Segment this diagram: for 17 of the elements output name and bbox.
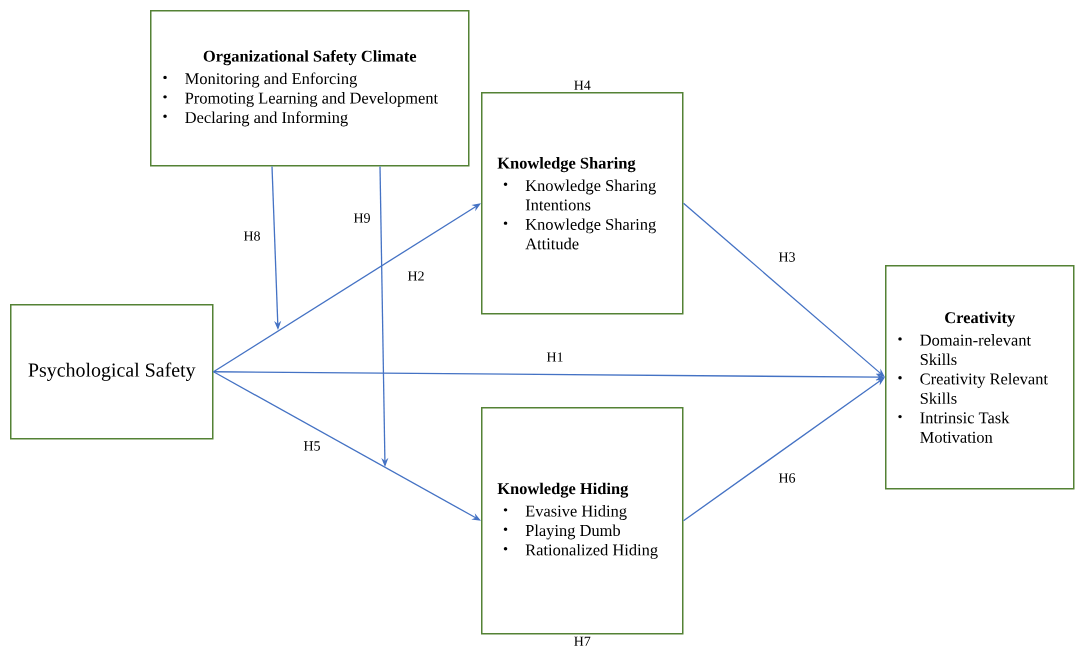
edge-label: H1 [545, 351, 565, 363]
title-box: Organizational Safety Climate Monitoring and Enforcing Promoting Learning and Development Declaring and Informing [150, 10, 470, 167]
edge-label: H5 [302, 440, 322, 452]
hypothesis-label: H7 [574, 636, 591, 646]
concept-box: Knowledge Sharing Knowledge Sharing Intentions Knowledge Sharing Attitude [481, 92, 684, 315]
arrow [212, 371, 481, 521]
hypothesis-label: H4 [574, 80, 591, 90]
edge-label: H6 [777, 472, 797, 484]
edge-label: H3 [777, 251, 797, 263]
edge-label: H2 [406, 270, 426, 282]
edge-label: H9 [352, 212, 372, 224]
arrow [682, 377, 885, 522]
concept-box: Creativity Domain-relevant Skills Creativity Relevant Skills Intrinsic Task Motivation [885, 265, 1075, 490]
edge-label: H8 [242, 230, 262, 242]
arrow [212, 203, 481, 373]
concept-box: Knowledge Hiding Evasive Hiding Playing Dumb Rationalized Hiding [481, 407, 684, 635]
concept-box: Psychological Safety [10, 304, 214, 440]
